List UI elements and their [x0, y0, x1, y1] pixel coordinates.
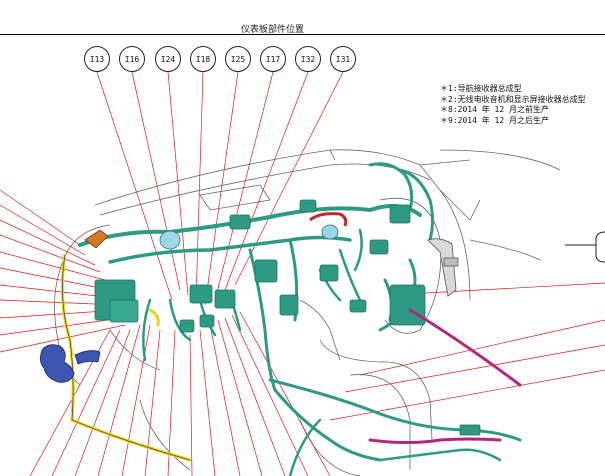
callout-label: I32 — [300, 54, 316, 64]
note-2: ＊2:无线电收音机和显示屏接收器总成型 — [440, 94, 586, 104]
magenta-wire — [368, 308, 522, 444]
notes-legend: ＊1:导航接收器总成型 ＊2:无线电收音机和显示屏接收器总成型 ＊8:2014 … — [440, 84, 586, 126]
callout-i18[interactable]: I18 — [190, 46, 216, 72]
callout-leader-lines — [0, 71, 605, 476]
callout-i17[interactable]: I17 — [260, 46, 286, 72]
callout-label: I17 — [265, 54, 281, 64]
yellow-wire-outline — [62, 254, 191, 461]
callout-i25[interactable]: I25 — [225, 46, 251, 72]
callout-i16[interactable]: I16 — [119, 46, 145, 72]
red-wire — [309, 212, 348, 227]
callout-label: I25 — [230, 54, 246, 64]
note-8: ＊8:2014 年 12 月之前生产 — [440, 105, 549, 114]
callout-i31[interactable]: I31 — [330, 46, 356, 72]
blue-component — [40, 344, 101, 383]
right-callout-edge — [565, 231, 605, 263]
callout-i32[interactable]: I32 — [295, 46, 321, 72]
callout-label: I31 — [335, 54, 351, 64]
callout-i24[interactable]: I24 — [155, 46, 181, 72]
note-1: ＊1:导航接收器总成型 — [440, 84, 522, 93]
blue-modules — [159, 224, 339, 250]
callout-label: I13 — [89, 54, 105, 64]
callout-i13[interactable]: I13 — [84, 46, 110, 72]
orange-component — [84, 229, 109, 249]
note-9: ＊9:2014 年 12 月之后生产 — [440, 115, 549, 125]
connector-blocks — [94, 199, 481, 436]
page-title: 仪表板部件位置 — [240, 25, 304, 35]
grey-component — [427, 238, 459, 297]
title-rule — [0, 34, 605, 35]
callout-label: I16 — [124, 54, 140, 64]
callout-label: I18 — [195, 54, 211, 64]
callout-label: I24 — [160, 54, 176, 64]
